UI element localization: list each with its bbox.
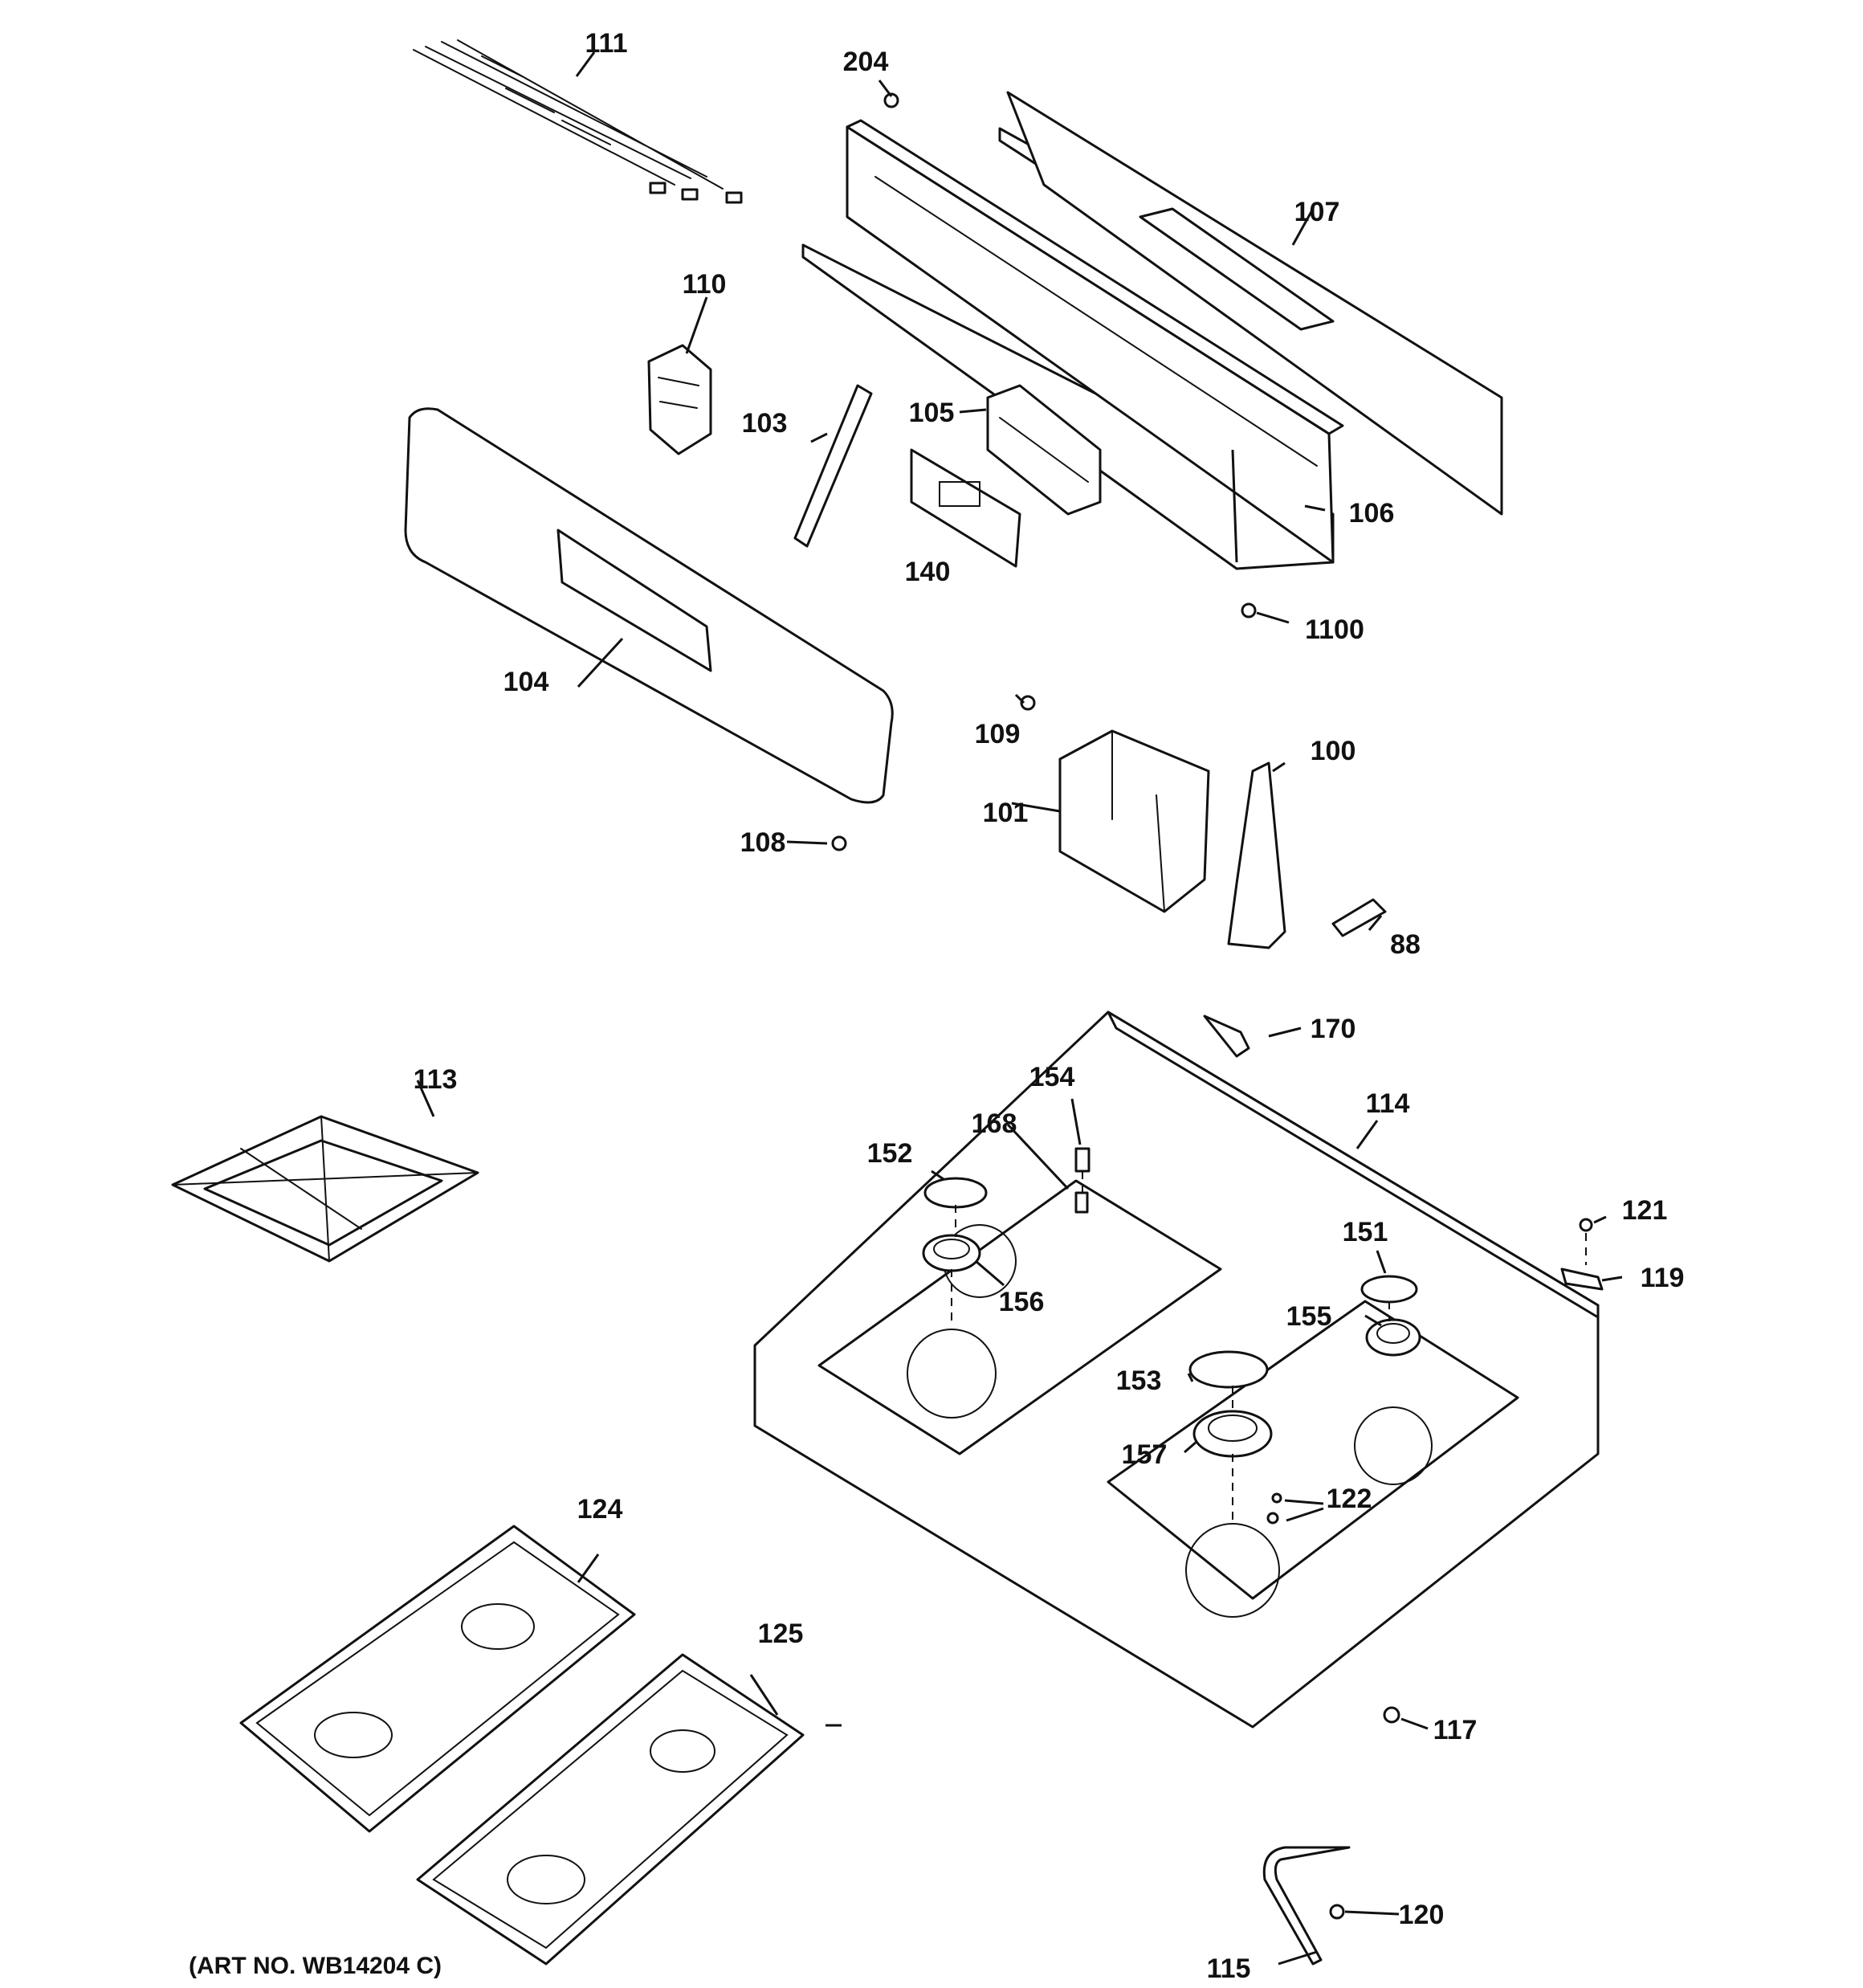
callout-170: 170 — [1311, 1014, 1356, 1044]
cover-107 — [998, 91, 1503, 516]
burner-head-156 — [922, 1234, 981, 1272]
drip-pan-124 — [239, 1525, 636, 1833]
callout-153: 153 — [1116, 1365, 1162, 1396]
callout-107: 107 — [1294, 197, 1340, 227]
screw-120 — [1329, 1904, 1345, 1920]
side-trim-100 — [1227, 761, 1286, 949]
screw-122 — [1266, 1492, 1282, 1525]
clip-119 — [1560, 1268, 1604, 1291]
burner-cap-153 — [1188, 1350, 1269, 1389]
burner-head-155 — [1365, 1318, 1421, 1357]
control-panel-104 — [404, 407, 894, 804]
art-number-caption: (ART NO. WB14204 C) — [189, 1953, 442, 1979]
screw-1100 — [1241, 602, 1257, 618]
callout-154: 154 — [1029, 1062, 1075, 1092]
callout-105: 105 — [909, 398, 955, 428]
callout-117: 117 — [1433, 1715, 1478, 1745]
screw-170 — [1203, 1014, 1250, 1058]
callout-106: 106 — [1349, 498, 1395, 529]
orifice-154 — [1074, 1147, 1090, 1173]
callout-113: 113 — [414, 1064, 458, 1095]
callout-labels: 111 204 107 110 103 105 106 140 1100 104… — [189, 28, 1684, 1984]
callout-100: 100 — [1311, 736, 1356, 766]
callout-151: 151 — [1343, 1217, 1388, 1247]
clip-88 — [1331, 898, 1387, 937]
control-105 — [986, 384, 1102, 516]
callout-108: 108 — [740, 827, 786, 858]
bracket-101 — [1058, 729, 1210, 913]
bracket-103 — [793, 384, 873, 548]
callout-104: 104 — [503, 667, 549, 697]
orifice-168 — [1074, 1191, 1089, 1214]
switch-110 — [647, 344, 712, 455]
screw-121 — [1579, 1218, 1593, 1232]
screw-109 — [1020, 695, 1036, 711]
callout-109: 109 — [975, 719, 1021, 749]
callout-1100: 1100 — [1305, 614, 1364, 645]
gas-tube-115 — [1262, 1846, 1351, 1966]
callout-121: 121 — [1622, 1195, 1668, 1226]
callout-115: 115 — [1207, 1953, 1251, 1984]
callout-88: 88 — [1390, 929, 1421, 960]
drip-pan-125 — [416, 1653, 805, 1966]
callout-122: 122 — [1327, 1484, 1372, 1514]
callout-157: 157 — [1122, 1439, 1168, 1470]
overlay-140 — [910, 448, 1021, 568]
callout-101: 101 — [983, 798, 1029, 828]
grate-113 — [171, 1115, 479, 1263]
callout-124: 124 — [577, 1494, 623, 1525]
callout-103: 103 — [742, 408, 788, 439]
callout-168: 168 — [972, 1108, 1017, 1139]
burner-cap-151 — [1360, 1275, 1418, 1304]
callout-152: 152 — [867, 1138, 913, 1169]
callout-119: 119 — [1641, 1263, 1685, 1293]
callout-114: 114 — [1366, 1088, 1410, 1119]
wire-harness-111 — [413, 39, 743, 204]
callout-155: 155 — [1286, 1301, 1332, 1332]
nut-117 — [1383, 1706, 1400, 1724]
screw-204 — [883, 92, 899, 108]
burner-head-157 — [1192, 1410, 1273, 1458]
cooktop-114 — [753, 1010, 1600, 1729]
callout-204: 204 — [843, 47, 889, 77]
callout-120: 120 — [1399, 1900, 1445, 1930]
callout-110: 110 — [683, 269, 727, 300]
burner-cap-152 — [923, 1177, 988, 1209]
backsplash-106 — [801, 119, 1344, 570]
callout-156: 156 — [999, 1287, 1045, 1317]
screw-108 — [831, 835, 847, 851]
callout-111: 111 — [585, 28, 628, 59]
callout-140: 140 — [905, 557, 951, 587]
callout-125: 125 — [758, 1619, 804, 1649]
